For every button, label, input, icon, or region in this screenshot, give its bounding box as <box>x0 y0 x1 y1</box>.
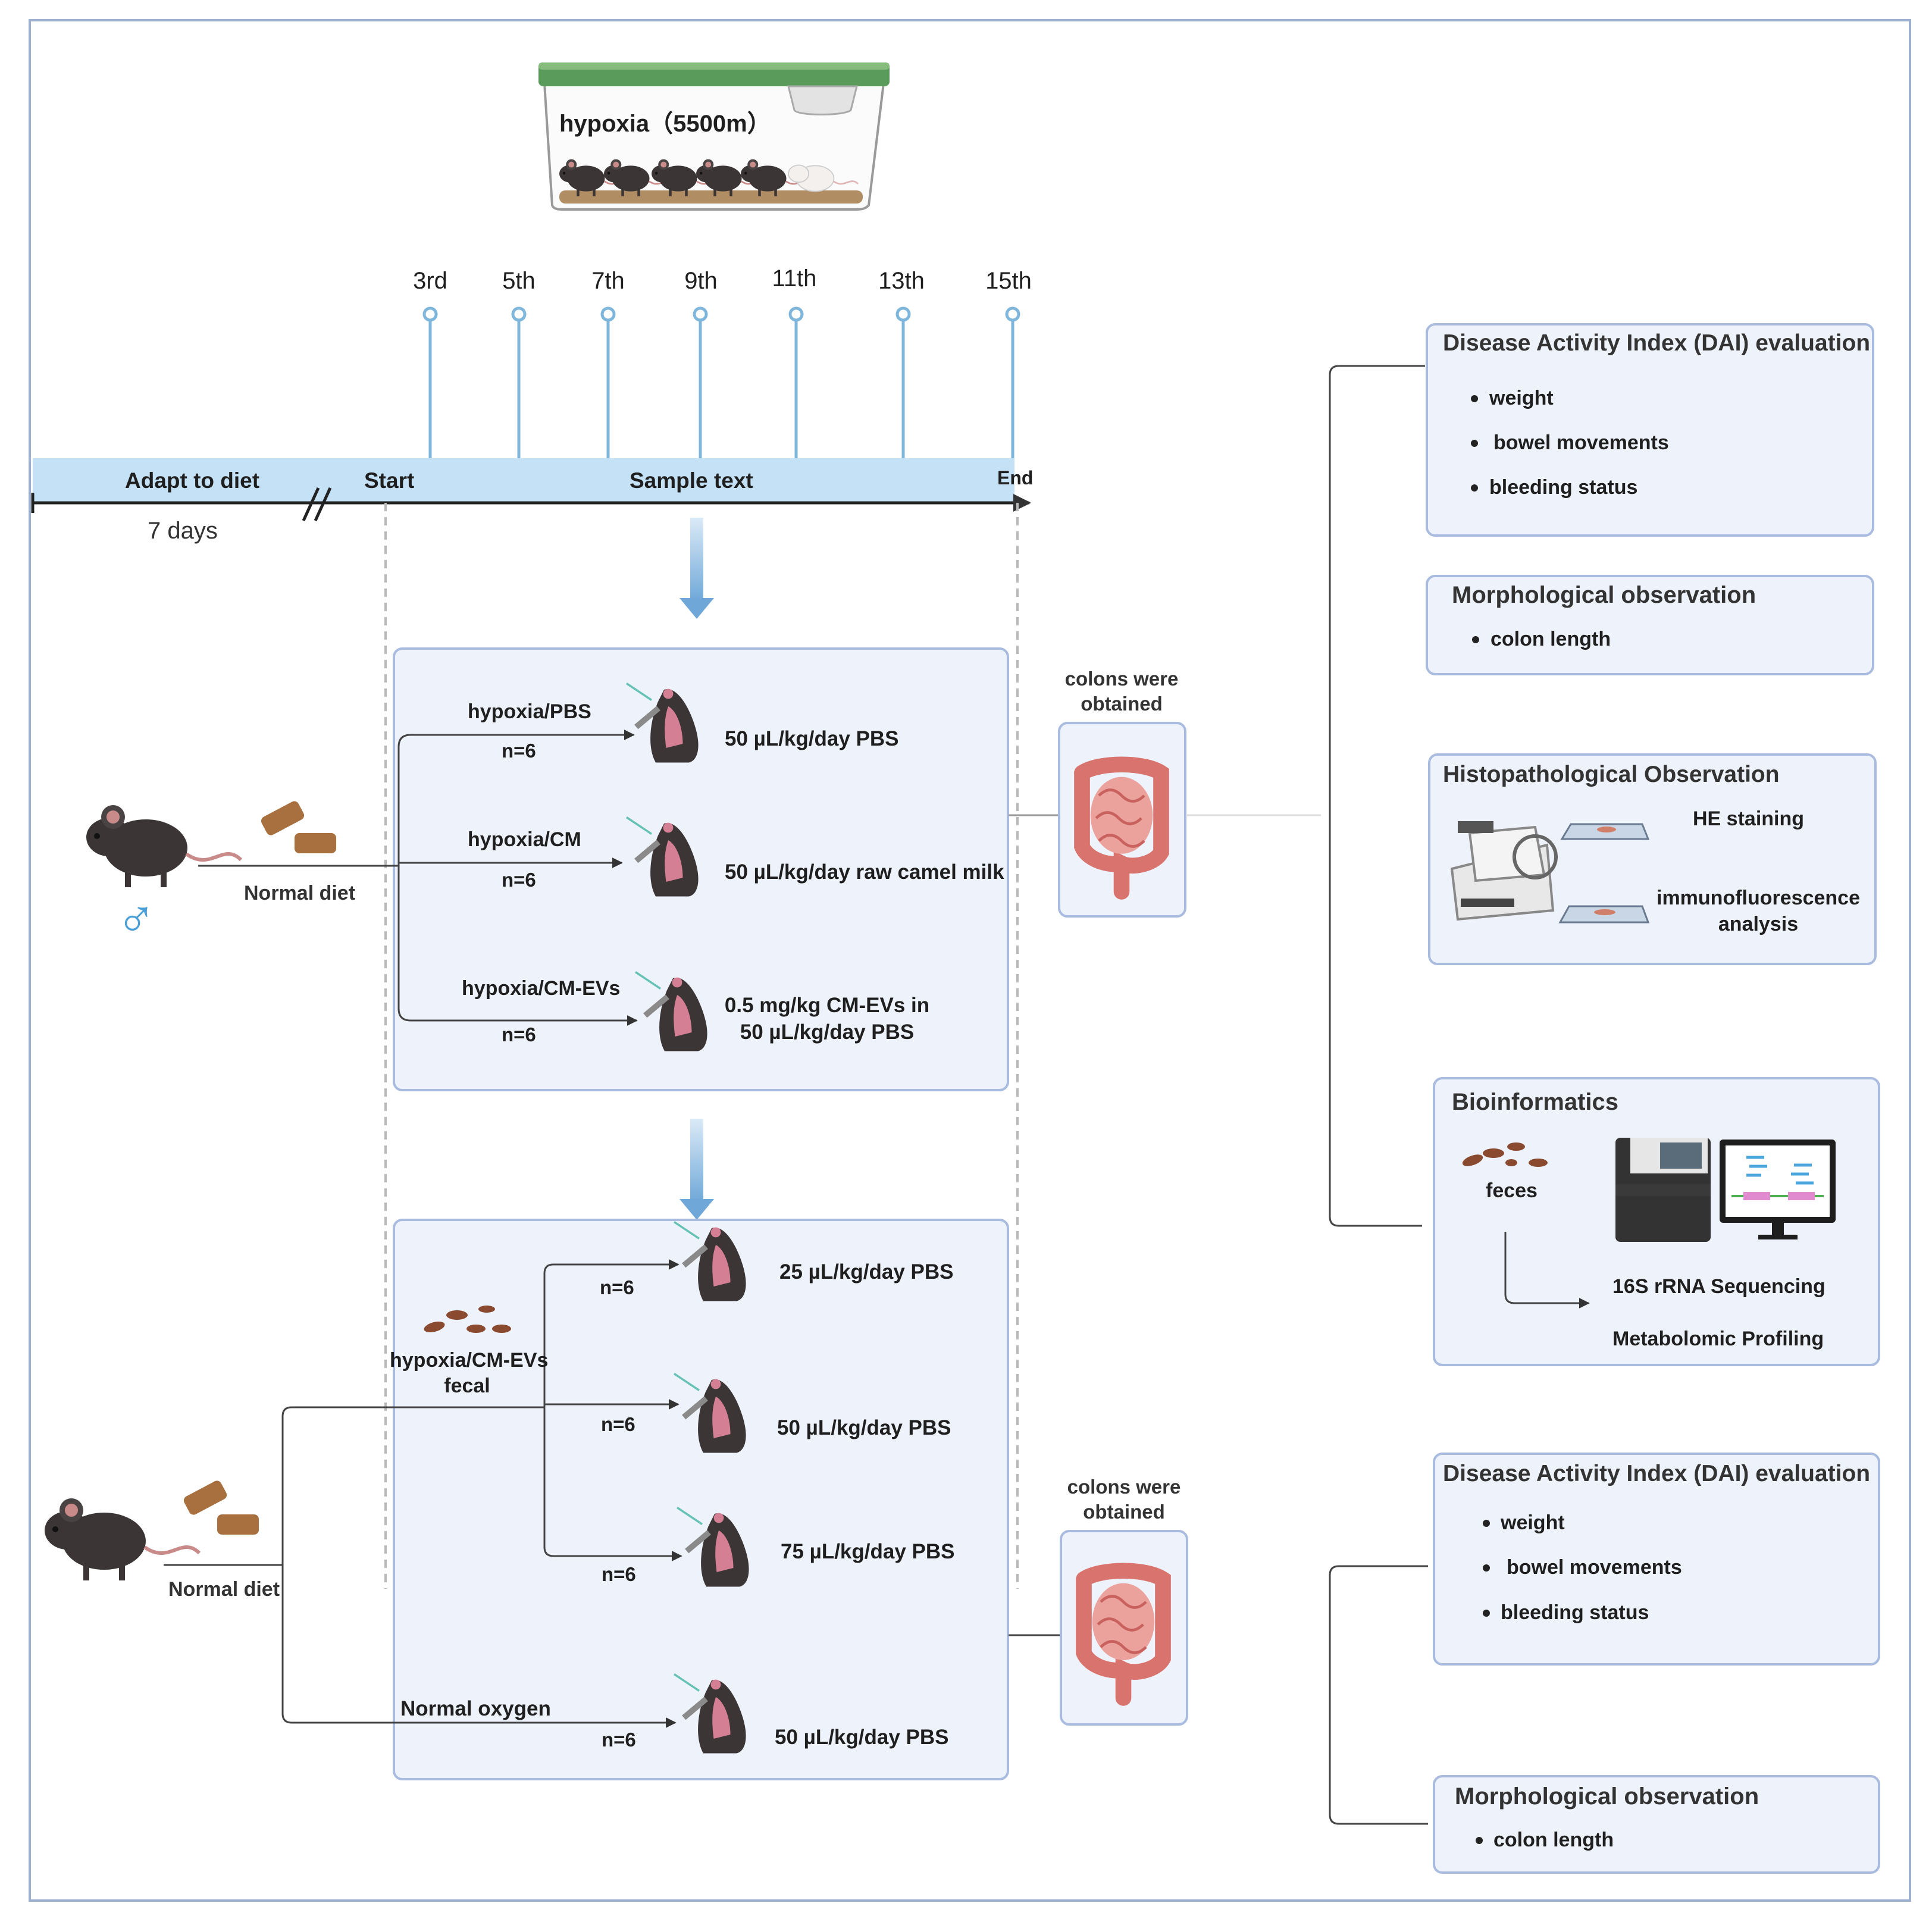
axis-break <box>302 487 320 522</box>
n-label-7: n=6 <box>602 1729 636 1751</box>
morph-item-colon: colon length <box>1491 628 1611 650</box>
bullets <box>1471 395 1490 1844</box>
tick-label-13th: 13th <box>878 268 925 294</box>
start-label: Start <box>364 468 415 493</box>
n-label-6: n=6 <box>602 1563 636 1585</box>
dose-label-3b: 50 µL/kg/day PBS <box>740 1021 915 1044</box>
dose-label-2: 50 µL/kg/day raw camel milk <box>725 860 1004 884</box>
dai-item-bowel: bowel movements <box>1493 431 1669 454</box>
slide-icon-2 <box>1558 905 1650 924</box>
feces-icon <box>1462 1142 1548 1167</box>
fecal-group-label-b: fecal <box>444 1375 490 1397</box>
timeline-band <box>33 458 1014 503</box>
bracket-2 <box>1329 1565 1428 1825</box>
feces-icon-2 <box>424 1306 511 1333</box>
dai-title: Disease Activity Index (DAI) evaluation <box>1443 330 1871 356</box>
slide-icon-1 <box>1560 823 1650 840</box>
dose-label-6: 75 µL/kg/day PBS <box>781 1540 955 1563</box>
monitor-icon <box>1720 1140 1836 1239</box>
normal-diet-label-2: Normal diet <box>168 1578 280 1601</box>
food-pellet-icon-2 <box>183 1480 259 1535</box>
colons-label-1a: colons were <box>1064 668 1179 690</box>
group-hypoxia-cm: hypoxia/CM <box>468 828 581 851</box>
microtome-icon <box>1450 821 1558 921</box>
normal-oxygen-label: Normal oxygen <box>400 1697 551 1720</box>
fecal-group-label-a: hypoxia/CM-EVs <box>390 1349 549 1372</box>
n-label-5: n=6 <box>601 1413 635 1435</box>
timeline-ticks <box>422 306 1020 461</box>
dai-item-weight: weight <box>1489 387 1554 409</box>
outer-frame <box>29 19 1911 1902</box>
tick-label-7th: 7th <box>591 268 625 294</box>
feces-to-seq-arrow <box>1504 1232 1590 1309</box>
n-label-2: n=6 <box>502 869 536 891</box>
treatment-box-1 <box>393 647 1009 1091</box>
tick-label-9th: 9th <box>684 268 718 294</box>
histo-title: Histopathological Observation <box>1443 762 1780 787</box>
dose-label-4: 25 µL/kg/day PBS <box>779 1260 954 1284</box>
male-symbol-icon: ♂ <box>116 890 156 949</box>
morph2-item-colon: colon length <box>1493 1829 1614 1851</box>
n-label-1: n=6 <box>502 740 536 762</box>
sample-text-label: Sample text <box>630 468 753 493</box>
dose-label-7: 50 µL/kg/day PBS <box>775 1726 949 1749</box>
tick-label-11th: 11th <box>772 265 817 292</box>
bio-title: Bioinformatics <box>1452 1089 1619 1115</box>
down-arrow-1 <box>680 518 714 619</box>
colons-label-1b: obtained <box>1081 693 1163 715</box>
colons-label-2b: obtained <box>1083 1501 1165 1523</box>
dose-label-5: 50 µL/kg/day PBS <box>777 1416 951 1439</box>
branch-lines-2 <box>164 1259 682 1728</box>
if-label-a: immunofluorescence <box>1657 887 1860 909</box>
dai2-item-weight: weight <box>1501 1511 1565 1534</box>
days-label: 7 days <box>148 518 218 544</box>
dai-item-bleeding: bleeding status <box>1489 476 1638 499</box>
tick-label-5th: 5th <box>502 268 536 294</box>
hypoxia-label: hypoxia（5500m） <box>559 111 771 137</box>
hypoxia-cage-icon <box>538 62 890 211</box>
end-label: End <box>997 467 1034 489</box>
food-pellet-icon-1 <box>261 801 336 853</box>
dai2-title: Disease Activity Index (DAI) evaluation <box>1443 1461 1871 1486</box>
tick-label-3rd: 3rd <box>413 268 447 294</box>
mouse-icon-1 <box>86 805 241 887</box>
dose-label-1: 50 µL/kg/day PBS <box>725 727 899 750</box>
tick-label-15th: 15th <box>985 268 1032 294</box>
morph-title: Morphological observation <box>1452 582 1756 608</box>
if-label-b: analysis <box>1718 913 1799 935</box>
n-label-3: n=6 <box>502 1023 536 1045</box>
feces-label: feces <box>1486 1179 1538 1202</box>
group-hypoxia-pbs: hypoxia/PBS <box>468 700 591 723</box>
branch-lines-1 <box>198 730 638 1026</box>
dai2-item-bowel: bowel movements <box>1507 1556 1682 1579</box>
dai2-item-bleeding: bleeding status <box>1501 1601 1649 1624</box>
bracket-1 <box>1329 365 1425 1227</box>
down-arrow-2 <box>680 1119 714 1220</box>
he-staining-label: HE staining <box>1693 807 1805 830</box>
morph-panel <box>1426 575 1874 675</box>
dai-panel <box>1426 323 1874 537</box>
seq-label: 16S rRNA Sequencing <box>1612 1275 1825 1298</box>
dai2-panel <box>1433 1453 1880 1666</box>
dose-label-3a: 0.5 mg/kg CM-EVs in <box>724 994 930 1017</box>
morph2-title: Morphological observation <box>1455 1783 1759 1810</box>
n-label-4: n=6 <box>600 1276 634 1298</box>
morph2-panel <box>1433 1775 1880 1874</box>
mouse-icon-2 <box>45 1498 199 1580</box>
group-hypoxia-cm-evs: hypoxia/CM-EVs <box>462 977 621 1000</box>
normal-diet-label-1: Normal diet <box>244 882 356 904</box>
meta-label: Metabolomic Profiling <box>1612 1328 1824 1350</box>
treatment-box-2 <box>393 1219 1009 1780</box>
sequencer-icon <box>1615 1138 1711 1242</box>
colons-label-2a: colons were <box>1067 1476 1181 1498</box>
adapt-diet-label: Adapt to diet <box>125 468 260 493</box>
